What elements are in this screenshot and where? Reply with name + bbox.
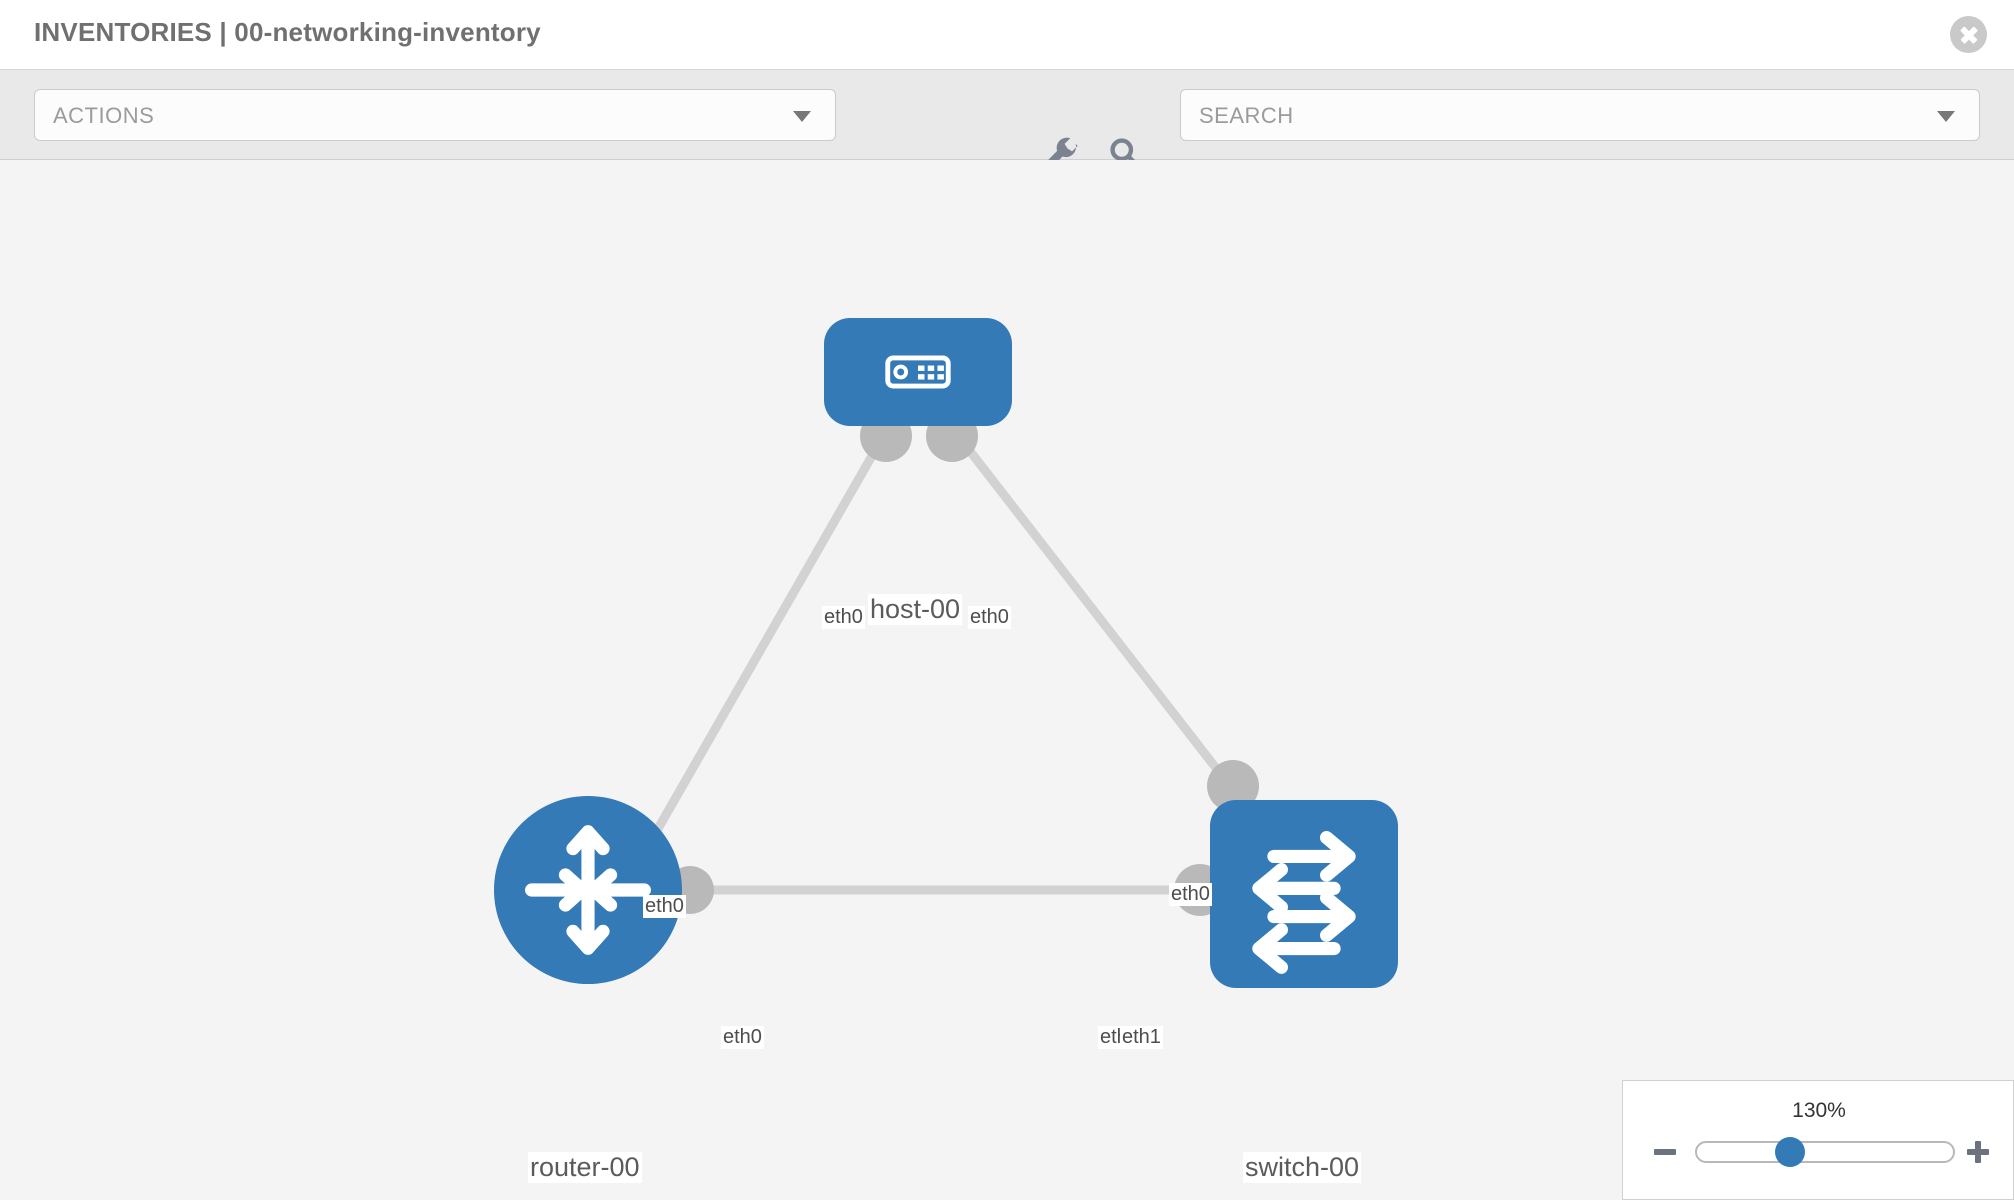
router-icon bbox=[525, 825, 651, 955]
search-placeholder: SEARCH bbox=[1199, 103, 1294, 128]
interface-label-router-east: eth0 bbox=[721, 1026, 764, 1049]
search-input[interactable]: SEARCH bbox=[1180, 89, 1980, 141]
interface-label-host-left: eth0 bbox=[822, 606, 865, 629]
node-label-switch-00: switch-00 bbox=[1243, 1152, 1362, 1183]
zoom-level-value: 130% bbox=[1792, 1099, 1846, 1122]
interface-label-router-uplink: eth0 bbox=[643, 895, 686, 918]
edge-host-switch bbox=[948, 425, 1237, 793]
chevron-down-icon[interactable] bbox=[1937, 111, 1955, 122]
edge-host-router bbox=[636, 425, 892, 863]
zoom-slider-thumb[interactable] bbox=[1775, 1137, 1805, 1167]
zoom-out-button[interactable] bbox=[1650, 1137, 1680, 1167]
node-host-00[interactable] bbox=[824, 318, 1012, 426]
zoom-in-button[interactable] bbox=[1963, 1137, 1993, 1167]
interface-label-host-right: eth0 bbox=[968, 606, 1011, 629]
node-label-router-00: router-00 bbox=[528, 1152, 642, 1183]
actions-dropdown[interactable]: ACTIONS bbox=[34, 89, 836, 141]
node-label-host-00: host-00 bbox=[868, 594, 963, 625]
port-switch-nw bbox=[1207, 760, 1259, 812]
actions-dropdown-label: ACTIONS bbox=[53, 103, 155, 128]
server-icon bbox=[885, 355, 951, 389]
page-title: INVENTORIES | 00-networking-inventory bbox=[34, 17, 541, 47]
interface-label-switch-uplink: eth0 bbox=[1169, 883, 1212, 906]
interface-label-switch-west-b: eth1 bbox=[1120, 1026, 1163, 1049]
page-header: INVENTORIES | 00-networking-inventory bbox=[0, 0, 2014, 70]
node-router-00[interactable] bbox=[494, 796, 682, 984]
chevron-down-icon bbox=[793, 111, 811, 122]
topology-canvas[interactable]: host-00 router-00 switch-00 eth0 eth0 et… bbox=[0, 160, 2014, 1200]
zoom-control-panel: 130% bbox=[1622, 1080, 2014, 1200]
toolbar: ACTIONS SEARCH bbox=[0, 70, 2014, 174]
close-icon[interactable] bbox=[1950, 16, 1987, 53]
switch-icon bbox=[1252, 831, 1356, 974]
topology-edges bbox=[636, 410, 1259, 916]
node-switch-00[interactable] bbox=[1210, 800, 1398, 988]
zoom-slider-track[interactable] bbox=[1695, 1141, 1955, 1163]
